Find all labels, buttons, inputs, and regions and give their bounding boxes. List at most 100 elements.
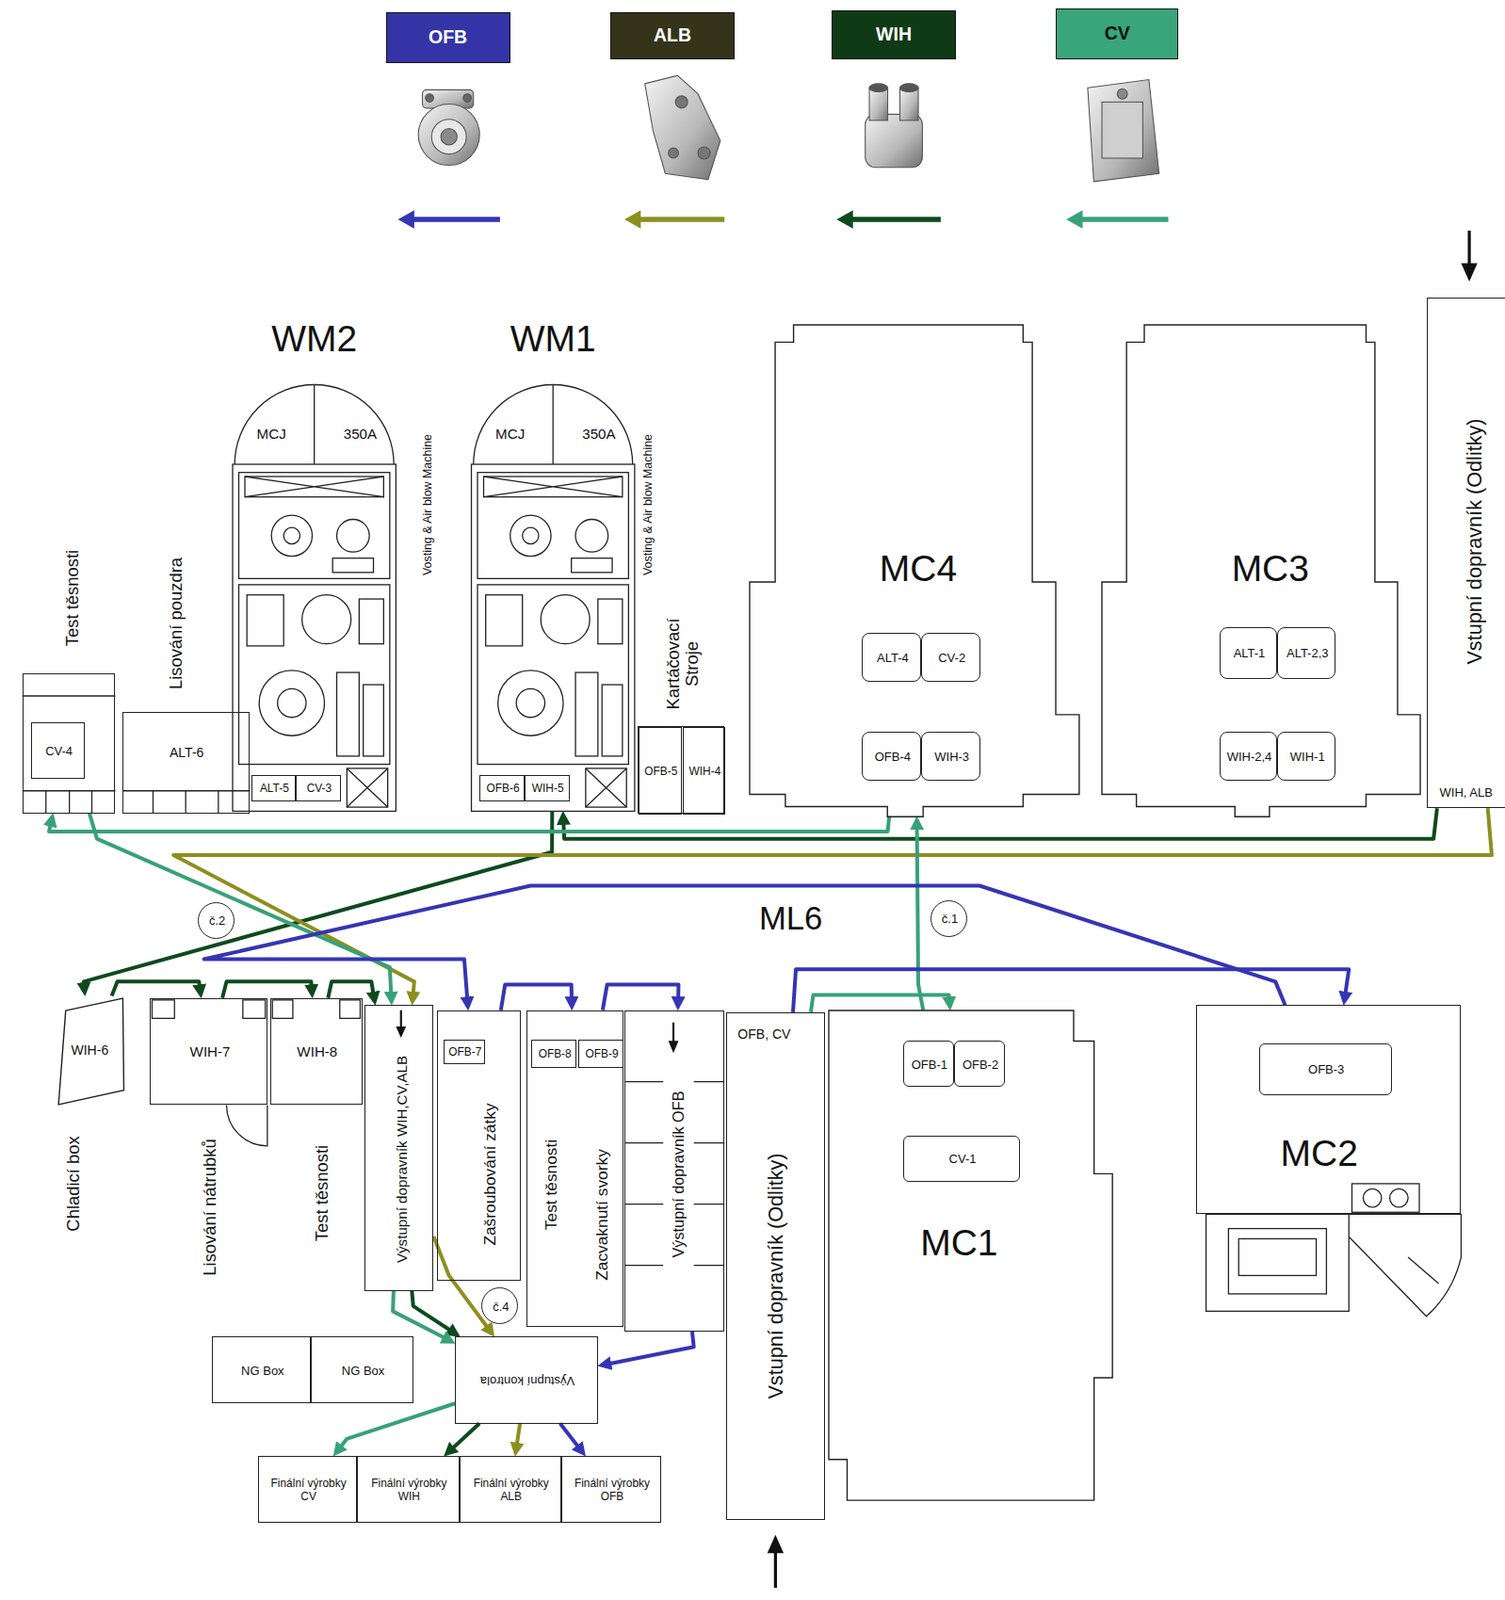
flow-arrow: [602, 985, 680, 1011]
node-label: Finální výrobky ALB: [464, 1477, 559, 1503]
node-outline: [58, 998, 124, 1105]
station-box: WIH-2,4: [1219, 731, 1279, 781]
text-holder: Test těsnosti: [63, 526, 82, 670]
equipment-detail: [68, 791, 70, 814]
text-holder: WM2: [253, 318, 376, 359]
line-name: ML6: [759, 900, 823, 937]
machining-center: MC1OFB-1OFB-2CV-1: [828, 1010, 1113, 1501]
text-holder: WIH-7: [159, 1044, 261, 1061]
product-photo: [900, 87, 920, 121]
press-station: WIH-7Lisování nátrubků: [149, 998, 268, 1106]
station-box: ALT-2,3: [1277, 627, 1336, 679]
flow-arrow: [83, 810, 552, 992]
station-box: OFB-7: [443, 1039, 485, 1065]
node-label: Test těsnosti: [63, 550, 82, 647]
flow-arrow: [173, 808, 1492, 1002]
flow-arrow: [560, 1424, 583, 1455]
text-holder: OFB-4: [864, 750, 923, 764]
node-sublabel: OFB, CV: [737, 1027, 791, 1042]
legend-text: CV: [1104, 23, 1131, 44]
text-holder: WIH, ALB: [1432, 786, 1501, 800]
flow-arrow: [89, 813, 392, 1003]
text-holder: Finální výrobky OFB: [565, 1477, 660, 1503]
station-box: CV-3: [295, 775, 341, 801]
product-photo: [869, 83, 889, 93]
text-holder: Lisování pouzdra: [166, 541, 186, 705]
node-label: WIH-2,4: [1227, 750, 1273, 764]
finished-goods-box: Finální výrobky ALB: [459, 1456, 562, 1522]
node-label: CV-3: [307, 782, 332, 795]
node-sublabel: 350A: [582, 425, 615, 442]
material-flow-arrow: [400, 1010, 403, 1030]
legend-swatch: CV: [1055, 8, 1179, 60]
station-box: WIH-4: [682, 727, 727, 814]
station-box: OFB-8: [531, 1039, 577, 1069]
node-label: Test těsnosti: [542, 1139, 561, 1230]
station-box: OFB-2: [954, 1040, 1005, 1087]
text-holder: WM1: [491, 318, 615, 359]
text-holder: CV-3: [297, 782, 341, 795]
text-holder: Lisování nátrubků: [200, 1117, 220, 1297]
node-label: Finální výrobky CV: [261, 1477, 357, 1503]
station-box: OFB-5: [638, 727, 682, 814]
station-box: ALT-1: [1219, 627, 1279, 679]
legend-text: WIH: [875, 24, 912, 45]
legend-arrow: [851, 216, 941, 222]
node-label: NG Box: [241, 1363, 285, 1377]
node-label: OFB-1: [911, 1057, 948, 1071]
product-photo: [1101, 101, 1143, 159]
legend-arrow: [836, 210, 853, 229]
product-photo: [1087, 80, 1160, 182]
equipment-detail: [1206, 1213, 1350, 1311]
text-holder: OFB-5: [640, 765, 681, 778]
node-label: Finální výrobky WIH: [362, 1477, 457, 1503]
node-sublabel: 350A: [343, 425, 377, 442]
node-label: Vstupní dopravník (Odlitky): [1464, 419, 1488, 665]
equipment-detail: [1238, 1238, 1316, 1276]
equipment-detail: [185, 791, 187, 814]
flow-arrow: [48, 816, 890, 832]
text-holder: Vosting & Air blow Machine: [421, 418, 436, 592]
flow-arrow: [392, 1291, 453, 1343]
text-holder: ALT-4: [864, 651, 923, 665]
node-label: WIH-5: [532, 782, 565, 795]
product-photo: [1116, 88, 1128, 99]
input-conveyor: Vstupní dopravník (Odlitky) WIH, ALB: [1426, 297, 1505, 809]
legend-swatch: ALB: [610, 12, 735, 60]
text-holder: Výstupní dopravník OFB: [671, 1062, 689, 1287]
text-holder: MC4: [857, 548, 980, 589]
product-photo: [463, 94, 472, 103]
station-box: OFB-1: [903, 1040, 955, 1087]
material-flow-arrow: [672, 1022, 675, 1044]
node-label: OFB-2: [962, 1057, 999, 1071]
text-holder: 350A: [335, 425, 385, 442]
node-label: Finální výrobky OFB: [565, 1477, 660, 1503]
machining-center: MC2OFB-3: [1196, 1004, 1462, 1214]
node-label: MC3: [1231, 548, 1310, 589]
node-label: OFB-6: [485, 782, 519, 795]
text-holder: Chladicí box: [64, 1116, 83, 1250]
flow-arrow: [917, 820, 924, 1011]
text-holder: ALT-1: [1221, 647, 1279, 661]
equipment-detail: [1362, 1188, 1382, 1208]
node-label: ALT-4: [876, 651, 909, 665]
legend-arrow: [1080, 216, 1168, 222]
node-label: č.2: [209, 914, 226, 928]
node-label: MC2: [1280, 1133, 1359, 1175]
node-label: OFB-4: [874, 750, 911, 764]
test-station: Test těsnostiCV-4: [22, 673, 116, 813]
product-photo: [675, 96, 688, 109]
product-photo: [697, 146, 711, 160]
node-label: ALT-5: [259, 782, 290, 795]
product-photo: [900, 83, 920, 93]
text-holder: MCJ: [485, 425, 535, 442]
product-photo: [865, 113, 923, 167]
operator-station: č.1: [930, 900, 968, 938]
flow-arrow: [601, 1331, 695, 1366]
text-holder: Zašroubování zátky: [481, 1077, 500, 1272]
legend-swatch: OFB: [386, 12, 511, 64]
node-label: Výstupní dopravník OFB: [671, 1091, 689, 1259]
node-label: Výstupní kontrola: [480, 1374, 575, 1388]
text-holder: Kartáčovací Stroje: [663, 605, 702, 724]
legend-arrow: [1066, 210, 1083, 229]
